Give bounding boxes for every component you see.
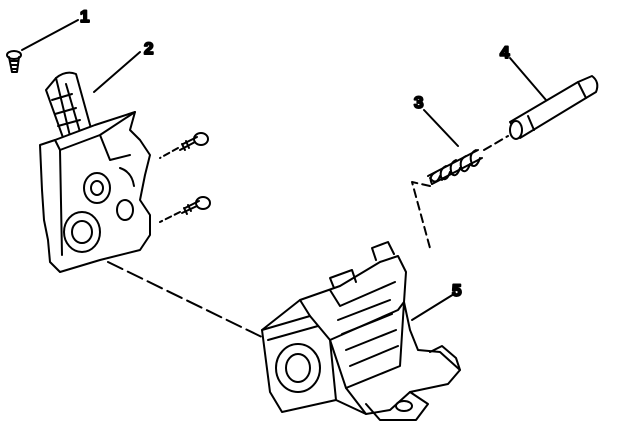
leader-1 [21,19,79,51]
part-1-screw [6,50,22,73]
callout-3: 3 [414,93,423,112]
part-2-bracket [39,71,151,273]
callout-5: 5 [452,281,461,300]
leader-5 [411,293,455,321]
mounting-screw-upper [159,132,209,159]
callout-4: 4 [500,43,510,62]
leader-3 [423,109,459,147]
callout-1: 1 [80,7,89,26]
part-5-housing [261,241,461,421]
callout-2: 2 [144,39,153,58]
mounting-screw-lower [159,196,211,223]
part-4-pin [509,75,599,140]
assembly-line-bracket-housing [107,261,269,341]
part-3-spring [427,149,483,185]
leader-2 [93,51,141,93]
leader-4 [509,57,547,101]
assembly-line-spring-housing [411,181,431,249]
assembly-line-spring-pin [483,135,509,151]
